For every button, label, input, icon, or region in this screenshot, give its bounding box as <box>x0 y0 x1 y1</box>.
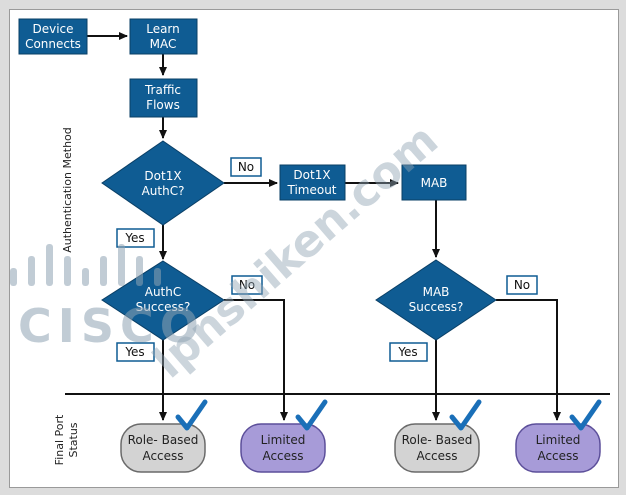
cisco-bars-icon <box>10 244 161 286</box>
mab-success-line-1: MAB <box>423 285 450 299</box>
dot1x-timeout-box: Dot1X Timeout <box>279 164 346 201</box>
checkmark-icon <box>569 399 602 431</box>
limited-access-2: Limited Access <box>515 423 601 473</box>
mab-box: MAB <box>401 164 467 201</box>
dot1x-authc-line-1: Dot1X <box>144 169 181 183</box>
role-based-access-2-line-1: Role- Based <box>402 433 473 447</box>
yes-label-dot1x: Yes <box>116 228 155 248</box>
checkmark-icon <box>295 399 328 431</box>
yes-label-mab-text: Yes <box>397 345 417 359</box>
traffic-flows-line-2: Flows <box>146 98 180 112</box>
role-based-access-2: Role- Based Access <box>394 423 480 473</box>
authc-success-decision: AuthC Success? <box>101 260 225 341</box>
mab-line-1: MAB <box>421 176 448 190</box>
edge-mabsuccess-to-limited2 <box>496 299 561 421</box>
traffic-flows-box: Traffic Flows <box>129 78 198 118</box>
cisco-logo-watermark: CISCO <box>10 244 205 353</box>
learn-mac-line-2: MAC <box>150 37 177 51</box>
yes-label-dot1x-text: Yes <box>124 231 144 245</box>
checkmark-icon <box>175 399 208 431</box>
role-based-access-1-line-2: Access <box>142 449 183 463</box>
final-port-status-line-1: Final Port <box>53 414 66 465</box>
cisco-wordmark: CISCO <box>18 299 205 353</box>
yes-label-authc: Yes <box>116 342 155 362</box>
learn-mac-line-1: Learn <box>146 22 180 36</box>
role-based-access-1-line-1: Role- Based <box>128 433 199 447</box>
no-label-dot1x: No <box>230 157 262 177</box>
no-label-dot1x-text: No <box>238 160 254 174</box>
yes-label-authc-text: Yes <box>124 345 144 359</box>
authentication-method-label: Authentication Method <box>61 127 74 253</box>
no-label-mab-text: No <box>514 278 530 292</box>
limited-access-1-line-2: Access <box>262 449 303 463</box>
no-label-authc-text: No <box>239 278 255 292</box>
limited-access-1: Limited Access <box>240 423 326 473</box>
authc-success-line-2: Success? <box>136 300 191 314</box>
dot1x-authc-line-2: AuthC? <box>142 184 185 198</box>
final-port-status-label: Final Port Status <box>53 414 80 465</box>
no-label-mab: No <box>506 275 538 295</box>
checkmark-icon <box>449 399 482 431</box>
device-connects-line-2: Connects <box>25 37 81 51</box>
traffic-flows-line-1: Traffic <box>144 83 181 97</box>
diagram-panel <box>9 9 619 488</box>
mab-success-line-2: Success? <box>409 300 464 314</box>
authc-success-line-1: AuthC <box>145 285 182 299</box>
device-connects-box: Device Connects <box>18 18 88 55</box>
limited-access-1-line-1: Limited <box>261 433 306 447</box>
limited-access-2-line-2: Access <box>537 449 578 463</box>
role-based-access-1: Role- Based Access <box>120 423 206 473</box>
yes-label-mab: Yes <box>389 342 428 362</box>
dot1x-timeout-line-1: Dot1X <box>293 168 330 182</box>
no-label-authc: No <box>231 275 263 295</box>
dot1x-timeout-line-2: Timeout <box>286 183 336 197</box>
device-connects-line-1: Device <box>32 22 73 36</box>
learn-mac-box: Learn MAC <box>129 18 198 55</box>
limited-access-2-line-1: Limited <box>536 433 581 447</box>
final-port-status-line-2: Status <box>67 422 80 457</box>
mab-success-decision: MAB Success? <box>375 259 497 341</box>
dot1x-authc-decision: Dot1X AuthC? <box>101 140 225 226</box>
role-based-access-2-line-2: Access <box>416 449 457 463</box>
edge-authc-to-limited1 <box>224 299 288 421</box>
